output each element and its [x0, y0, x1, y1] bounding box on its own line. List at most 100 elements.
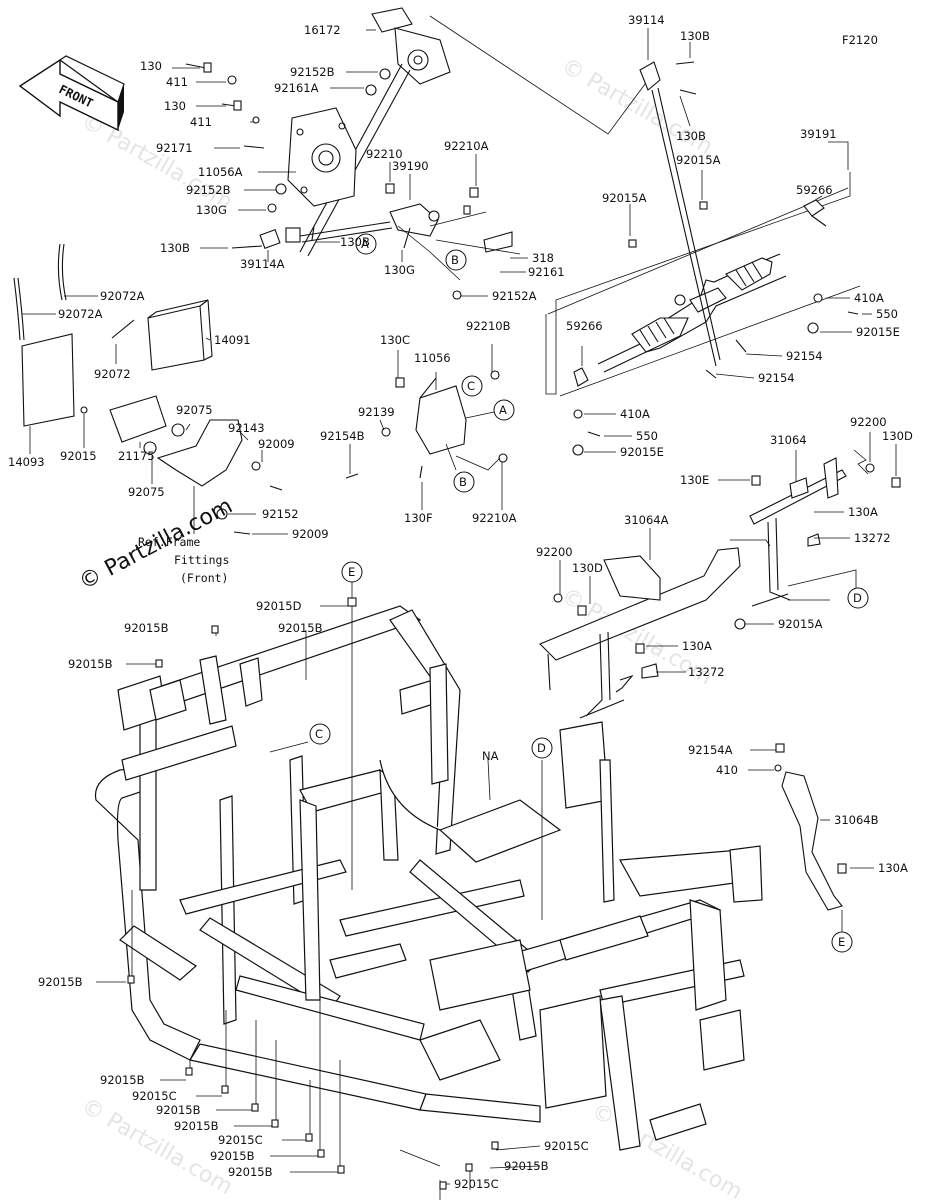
watermark: © Partzilla.com: [77, 109, 237, 216]
part-label: 39191: [800, 127, 837, 141]
part-label: 130G: [196, 203, 227, 217]
part-label: 130A: [682, 639, 712, 653]
callout-e: E: [341, 561, 363, 583]
part-label: 92015B: [228, 1165, 273, 1179]
part-label: 550: [636, 429, 658, 443]
part-label: 92015C: [132, 1089, 177, 1103]
front-arrow-icon: FRONT: [18, 55, 125, 132]
part-label: 92154: [786, 349, 823, 363]
leader-lines-right: [581, 28, 872, 453]
part-label: 92210B: [466, 319, 511, 333]
part-label: 92075: [176, 403, 213, 417]
part-label: 92015E: [856, 325, 900, 339]
bolt-markers: [127, 597, 499, 1190]
part-label: 39114A: [240, 257, 285, 271]
part-label: 318: [532, 251, 554, 265]
part-label: 92015B: [38, 975, 83, 989]
leader-lines-cross: [559, 432, 897, 673]
watermark: © Partzilla.com: [587, 1099, 747, 1200]
part-label: 92072A: [58, 307, 103, 321]
part-label: 410A: [854, 291, 884, 305]
svg-text:B: B: [451, 253, 459, 267]
part-label: 59266: [566, 319, 603, 333]
ref-note-line: Fittings: [174, 553, 229, 567]
svg-text:A: A: [361, 237, 369, 251]
part-label: 92015C: [218, 1133, 263, 1147]
ecu-bracket-assembly: [13, 243, 283, 535]
part-label: 92015B: [210, 1149, 255, 1163]
center-bracket-assembly: [345, 370, 508, 479]
part-label: 31064B: [834, 813, 879, 827]
part-label: 92143: [228, 421, 265, 435]
svg-text:D: D: [853, 591, 862, 605]
part-label: 130: [164, 99, 186, 113]
part-label: 130E: [680, 473, 709, 487]
part-labels: 16172 130 411 92152B 92161A 130 411 9217…: [8, 13, 913, 1191]
callout-na: NA: [482, 749, 499, 763]
callout-a: A: [493, 399, 515, 421]
part-label: 92015D: [256, 599, 302, 613]
callout-d: D: [847, 587, 869, 609]
part-label: 31064: [770, 433, 807, 447]
part-label: 92015B: [504, 1159, 549, 1173]
part-label: 92152A: [492, 289, 537, 303]
callout-c: C: [309, 723, 331, 745]
part-label: 92015A: [602, 191, 647, 205]
part-label: 130B: [160, 241, 190, 255]
callout-b: B: [445, 249, 467, 271]
svg-text:D: D: [537, 741, 546, 755]
watermark: © Partzilla.com: [557, 54, 717, 161]
callout-d: D: [531, 737, 553, 759]
part-label: 21175: [118, 449, 155, 463]
part-label: 130A: [848, 505, 878, 519]
part-label: 92015B: [174, 1119, 219, 1133]
part-label: 130G: [384, 263, 415, 277]
callout-a: A: [355, 233, 377, 255]
part-label: 92152: [262, 507, 299, 521]
part-label: 59266: [796, 183, 833, 197]
side-bracket-assembly: [748, 743, 874, 932]
part-label: 92210A: [472, 511, 517, 525]
part-label: 92210A: [444, 139, 489, 153]
part-label: 92015C: [544, 1139, 589, 1153]
callout-b: B: [453, 471, 475, 493]
part-label: 130F: [404, 511, 433, 525]
part-label: 92015B: [124, 621, 169, 635]
svg-text:A: A: [499, 403, 507, 417]
part-label: 92154A: [688, 743, 733, 757]
part-label: 411: [166, 75, 188, 89]
part-label: 130B: [340, 235, 370, 249]
part-label: 130C: [380, 333, 410, 347]
part-label: 130B: [676, 129, 706, 143]
svg-text:C: C: [467, 379, 475, 393]
svg-text:C: C: [315, 727, 323, 741]
steering-rack-assembly: [545, 61, 861, 456]
cross-member-assembly: [539, 449, 901, 719]
part-label: 130D: [882, 429, 913, 443]
callout-e: E: [831, 931, 853, 953]
part-label: 92009: [258, 437, 295, 451]
part-label: 92075: [128, 485, 165, 499]
ref-note-line: (Front): [180, 571, 228, 585]
part-label: 92161: [528, 265, 565, 279]
part-label: 130: [140, 59, 162, 73]
part-label: 92152B: [290, 65, 335, 79]
part-label: 14091: [214, 333, 251, 347]
part-label: 130A: [878, 861, 908, 875]
leader-lines: [172, 15, 649, 297]
ref-note: Ref.Frame Fittings (Front): [138, 535, 229, 585]
part-label: 39114: [628, 13, 665, 27]
part-label: 410: [716, 763, 738, 777]
svg-text:E: E: [348, 565, 355, 579]
part-label: 92015E: [620, 445, 664, 459]
part-label: 92015A: [778, 617, 823, 631]
part-label: 92152B: [186, 183, 231, 197]
part-label: 92200: [536, 545, 573, 559]
part-label: 92072: [94, 367, 131, 381]
part-label: 410A: [620, 407, 650, 421]
figure-code: F2120: [842, 33, 878, 47]
main-frame-drawing: [94, 605, 763, 1151]
part-label: 92200: [850, 415, 887, 429]
part-label: 550: [876, 307, 898, 321]
